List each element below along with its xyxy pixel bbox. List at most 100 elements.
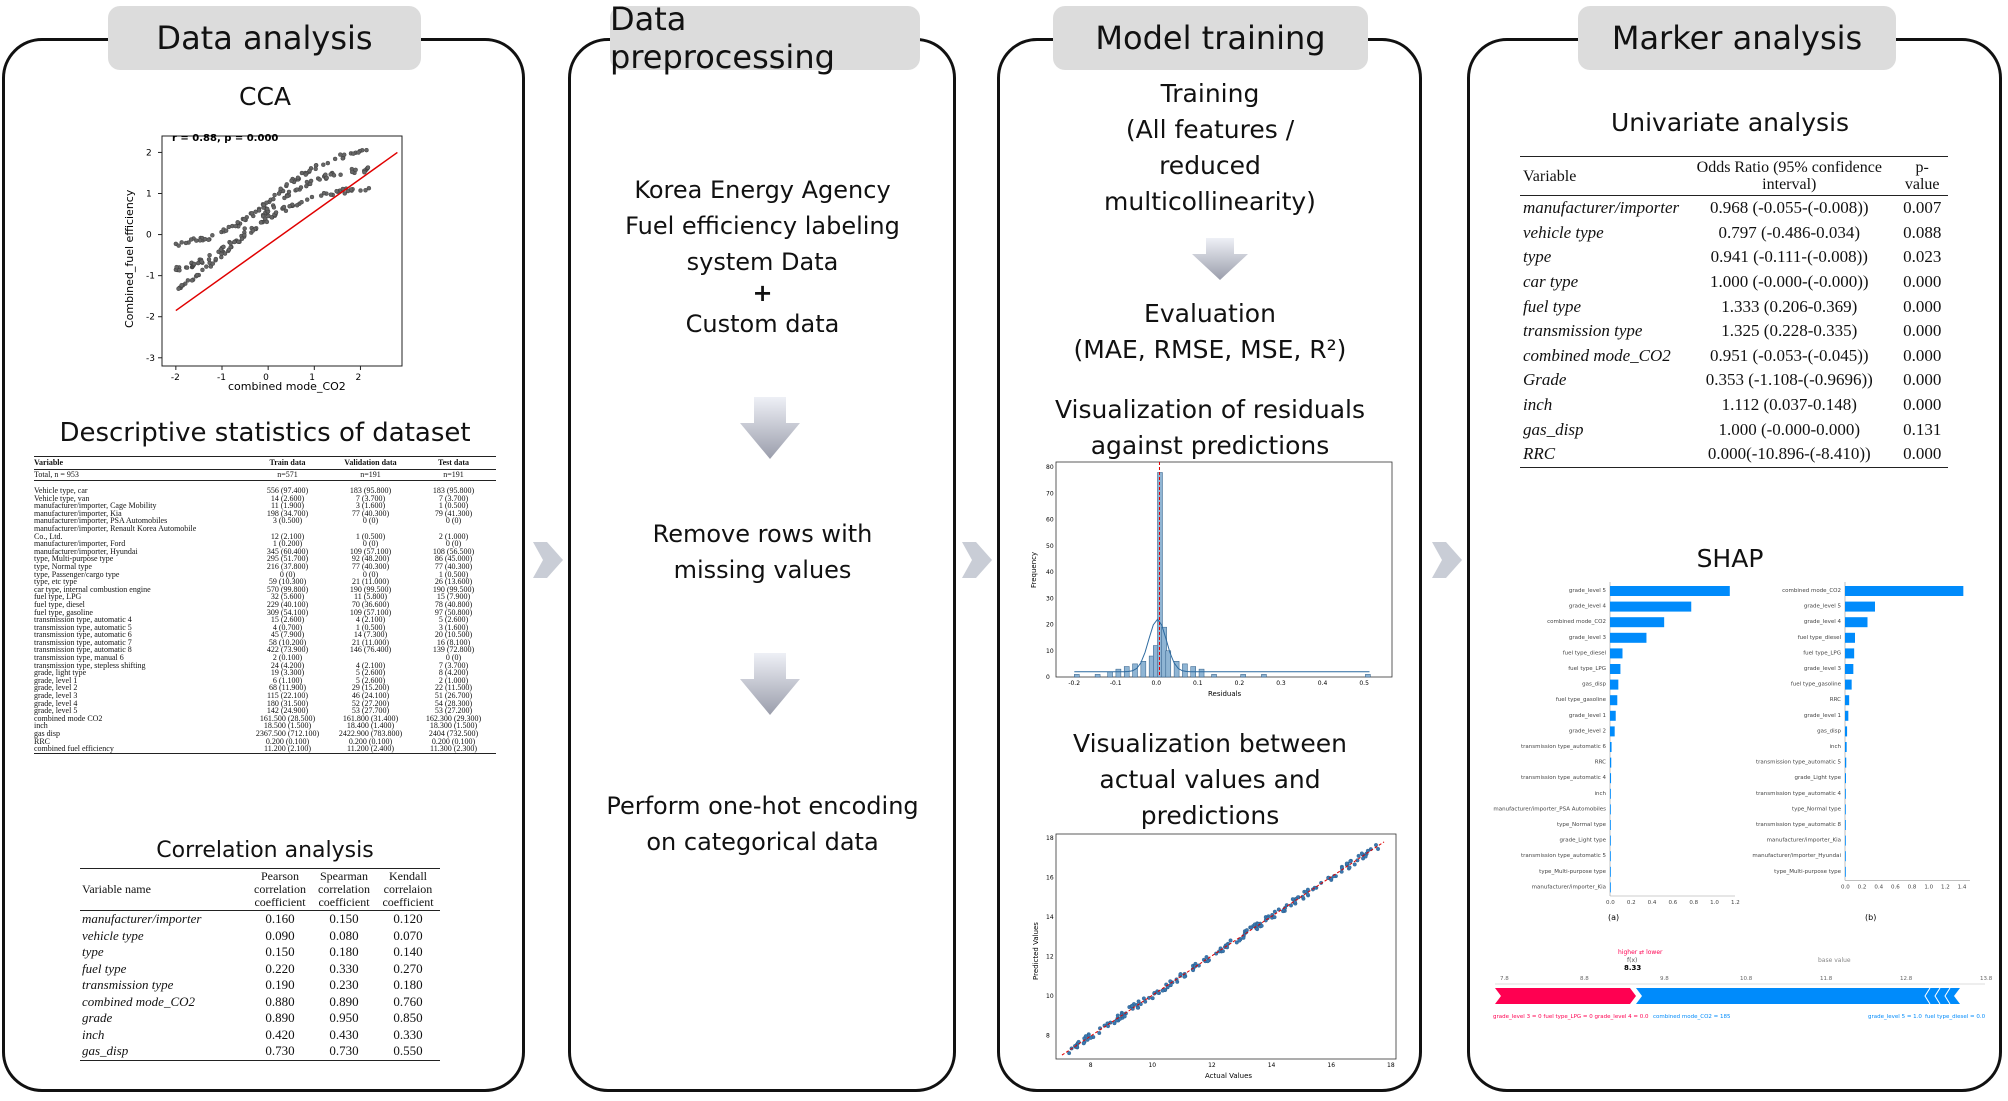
custom-data-label: Custom data <box>685 310 840 338</box>
desc-cell: 2 (0.100) <box>272 653 303 663</box>
desc-cell: 7 (3.700) <box>355 493 386 503</box>
desc-cell: 24 (4.200) <box>270 660 305 670</box>
cca-point <box>294 187 300 192</box>
cca-point <box>332 156 338 162</box>
cca-point <box>365 165 371 170</box>
cca-point <box>264 219 270 225</box>
shap-a-bar <box>1610 664 1621 674</box>
desc-cell: 0 (0) <box>445 516 462 526</box>
actual-point <box>1356 853 1361 858</box>
desc-cell: 7 (3.700) <box>438 660 469 670</box>
desc-cell: 58 (10.200) <box>268 637 307 647</box>
shap-a-feature-label: grade_level 2 <box>1569 728 1606 734</box>
shap-a-feature-label: inch <box>1594 791 1606 797</box>
cca-point <box>242 232 247 238</box>
desc-cell: fuel type, LPG <box>34 592 82 602</box>
cca-point <box>213 256 219 262</box>
desc-cell: fuel type, gasoline <box>34 607 93 617</box>
desc-cell: 70 (36.600) <box>351 599 390 609</box>
desc-cell: type, etc type <box>34 577 77 587</box>
shap-a-bar <box>1610 586 1730 596</box>
desc-cell: 53 (27.200) <box>434 706 473 716</box>
cca-point <box>276 191 282 196</box>
cca-point <box>235 220 240 225</box>
tab-marker-analysis: Marker analysis <box>1578 6 1896 70</box>
cca-point <box>321 162 326 167</box>
actual-point <box>1359 851 1364 856</box>
uni-pvalue: 0.000 <box>1903 444 1942 464</box>
resid-ytick-label: 40 <box>1046 569 1054 576</box>
desc-cell: 2 (1.000) <box>438 531 469 541</box>
resid-xtick-label: 0.3 <box>1276 680 1286 687</box>
desc-cell: grade, level 1 <box>34 675 78 685</box>
actual-point <box>1088 1035 1093 1040</box>
actual-point <box>1305 892 1310 897</box>
desc-cell: manufacturer/importer, Hyundai <box>34 546 138 556</box>
desc-cell: 180 (31.500) <box>266 698 309 708</box>
corr-value: 0.070 <box>393 927 423 943</box>
desc-cell: 26 (13.600) <box>434 577 473 587</box>
cca-point <box>228 244 233 250</box>
actual-point <box>1178 972 1183 977</box>
actual-point <box>1204 955 1209 960</box>
actual-point <box>1083 1034 1088 1039</box>
shap-a-bar <box>1610 601 1692 612</box>
desc-cell: 2422.900 (783.800) <box>338 729 403 738</box>
shap-b-feature-label: type_Multi-purpose type <box>1774 869 1841 875</box>
desc-cell: 4 (2.100) <box>355 615 386 625</box>
cca-title: CCA <box>238 82 291 111</box>
source-box: Korea Energy Agency Fuel efficiency labe… <box>590 172 935 342</box>
desc-cell: 0.200 (0.100) <box>265 736 310 746</box>
actual-point <box>1141 996 1146 1001</box>
cca-point <box>317 177 322 182</box>
desc-cell: inch <box>34 721 48 731</box>
shap-a-bar <box>1610 835 1611 846</box>
cca-ytick-label: 1 <box>146 190 152 200</box>
uni-pvalue: 0.000 <box>1903 345 1942 365</box>
shap-b-feature-label: gas_disp <box>1817 728 1841 734</box>
cca-point <box>242 226 247 231</box>
shap-b-bar <box>1845 601 1875 612</box>
cca-point <box>295 175 301 180</box>
cca-point <box>271 205 277 210</box>
cca-point <box>192 261 197 267</box>
desc-cell: 1 (0.500) <box>438 501 469 511</box>
cca-point <box>184 265 190 270</box>
desc-cell: 77 (40.300) <box>351 508 390 518</box>
desc-cell: 15 (7.900) <box>436 592 471 602</box>
desc-cell: 20 (10.500) <box>434 630 473 640</box>
shap-b-tick-label: 1.2 <box>1941 884 1950 890</box>
desc-cell: 4 (0.700) <box>272 622 303 632</box>
cca-point <box>321 190 327 196</box>
cca-point <box>303 172 308 177</box>
cca-point <box>305 197 310 202</box>
uni-variable: manufacturer/importer <box>1523 198 1680 218</box>
force-positive-segment <box>1495 988 1636 1004</box>
cca-point <box>331 173 337 178</box>
shap-a-bar <box>1610 710 1616 721</box>
desc-cell: 3 (0.500) <box>272 516 303 526</box>
desc-cell: 51 (26.700) <box>434 691 473 701</box>
shap-b-tick-label: 1.4 <box>1958 884 1967 890</box>
cca-scatter-plot: r = 0.88, p = 0.000 combined mode_CO2 Co… <box>123 133 403 393</box>
desc-cell: 0 (0) <box>362 539 379 549</box>
cca-point <box>283 208 289 214</box>
desc-cell: manufacturer/importer, Kia <box>34 508 122 518</box>
resid-bar <box>1115 668 1122 678</box>
desc-cell: 109 (57.100) <box>349 607 392 617</box>
cca-point <box>228 241 233 246</box>
desc-cell: 5 (2.600) <box>438 615 469 625</box>
desc-cell: 11.300 (2.300) <box>429 744 478 754</box>
desc-cell: gas disp <box>34 729 60 738</box>
desc-cell: 3 (1.600) <box>438 622 469 632</box>
desc-cell: 229 (40.100) <box>266 599 309 609</box>
desc-cell: manufacturer/importer, PSA Automobiles <box>34 516 168 526</box>
